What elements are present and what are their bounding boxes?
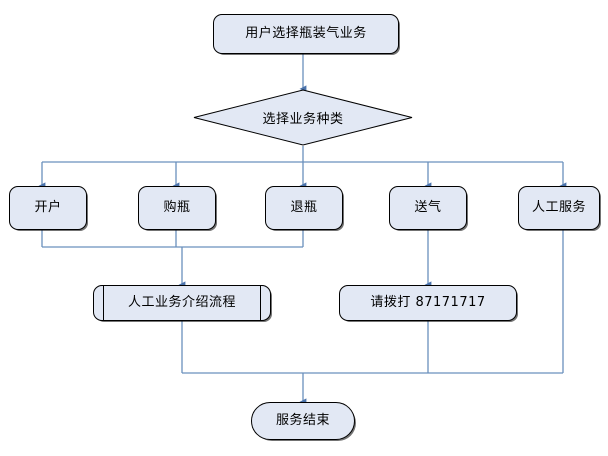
node-option-2: 购瓶 [138, 186, 216, 230]
node-phone: 请拨打 87171717 [339, 285, 517, 321]
node-decision-label: 选择业务种类 [262, 112, 344, 127]
node-phone-label: 请拨打 87171717 [370, 294, 486, 310]
node-option-3-label: 退瓶 [290, 199, 318, 215]
node-option-4: 送气 [389, 186, 467, 230]
node-option-1-label: 开户 [34, 199, 62, 215]
node-start-label: 用户选择瓶装气业务 [245, 25, 367, 41]
node-option-3: 退瓶 [265, 186, 343, 230]
diamond-shape [193, 89, 413, 146]
node-option-5: 人工服务 [518, 186, 600, 230]
node-subprocess-label: 人工业务介绍流程 [127, 294, 236, 310]
node-option-1: 开户 [9, 186, 87, 230]
node-end-label: 服务结束 [275, 412, 330, 428]
predefined-left-bar [103, 285, 104, 321]
node-decision: 选择业务种类 [192, 89, 414, 146]
node-start: 用户选择瓶装气业务 [213, 14, 399, 54]
node-option-4-label: 送气 [414, 199, 442, 215]
node-subprocess: 人工业务介绍流程 [93, 285, 271, 321]
predefined-right-bar [260, 285, 261, 321]
node-end: 服务结束 [251, 402, 355, 440]
node-option-2-label: 购瓶 [163, 199, 191, 215]
node-option-5-label: 人工服务 [531, 199, 586, 215]
